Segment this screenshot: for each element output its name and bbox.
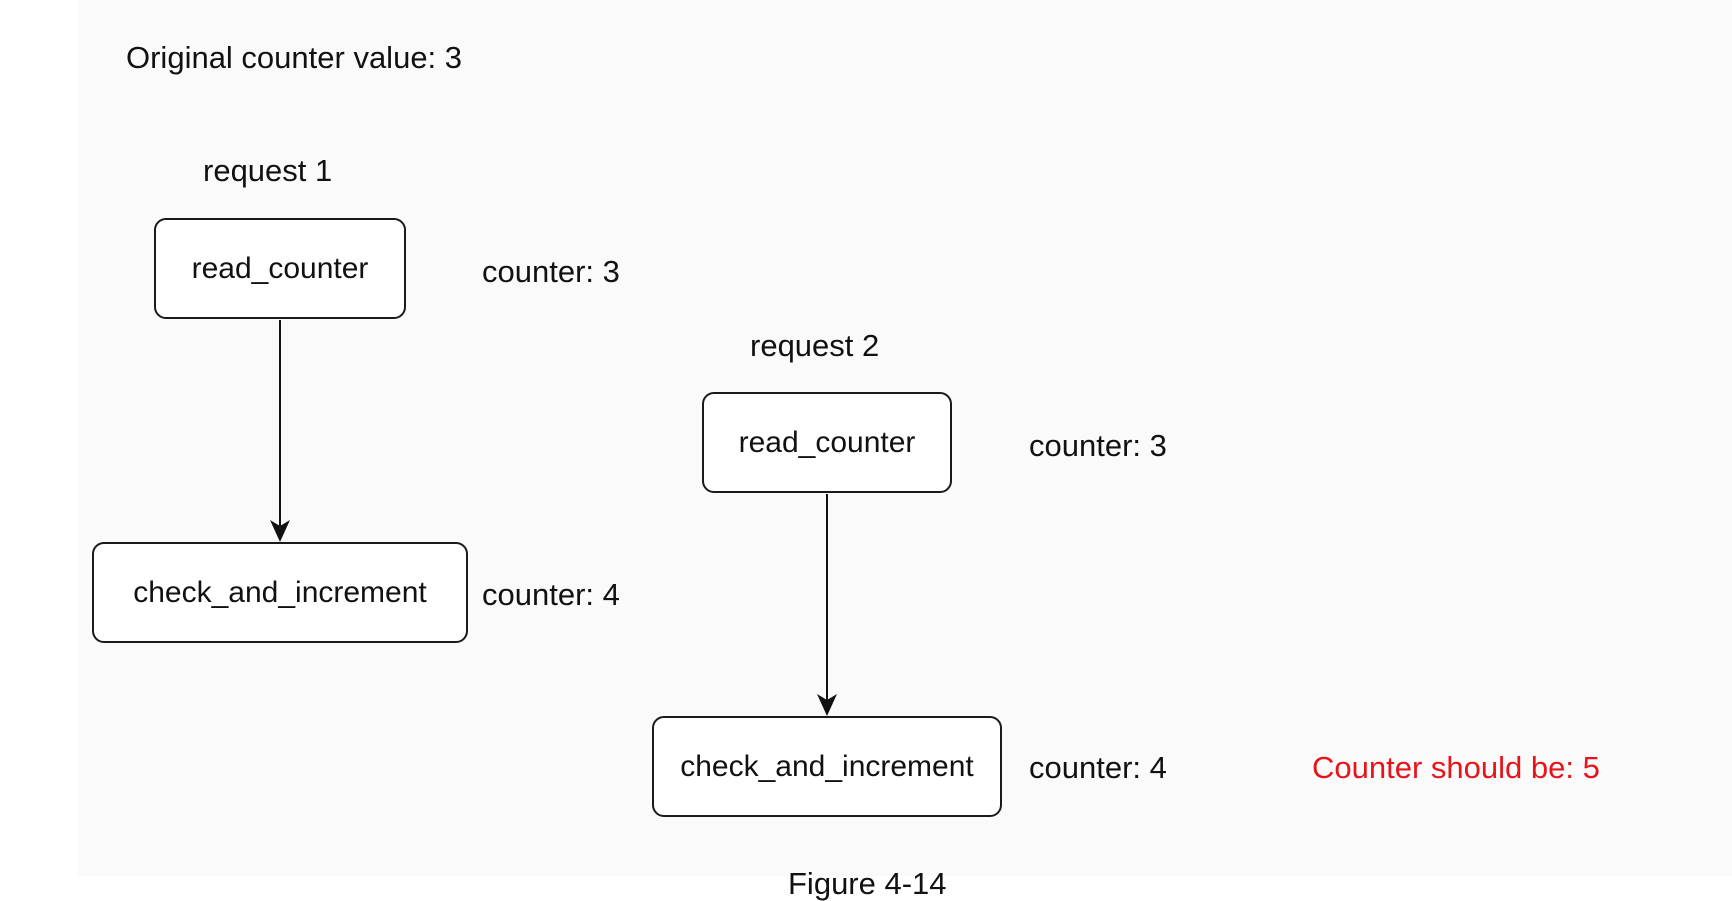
request-2-increment-counter-value: counter: 4 [1029, 750, 1167, 785]
figure-caption: Figure 4-14 [788, 866, 947, 901]
request-1-increment-counter-value: counter: 4 [482, 577, 620, 612]
original-counter-label: Original counter value: 3 [126, 40, 463, 75]
request-2-check-and-increment-text: check_and_increment [680, 749, 974, 783]
request-2-label: request 2 [750, 328, 880, 363]
request-1-read-counter-box: read_counter [154, 218, 406, 319]
request-1-read-counter-value: counter: 3 [482, 254, 620, 289]
request-2-read-counter-text: read_counter [738, 425, 916, 459]
request-1-label: request 1 [203, 153, 333, 188]
request-1-check-and-increment-box: check_and_increment [92, 542, 468, 643]
expected-counter-note: Counter should be: 5 [1312, 750, 1600, 785]
request-2-read-counter-value: counter: 3 [1029, 428, 1167, 463]
request-2-read-counter-box: read_counter [702, 392, 952, 493]
request-1-check-and-increment-text: check_and_increment [133, 575, 427, 609]
request-2-check-and-increment-box: check_and_increment [652, 716, 1002, 817]
request-1-read-counter-text: read_counter [191, 251, 369, 285]
